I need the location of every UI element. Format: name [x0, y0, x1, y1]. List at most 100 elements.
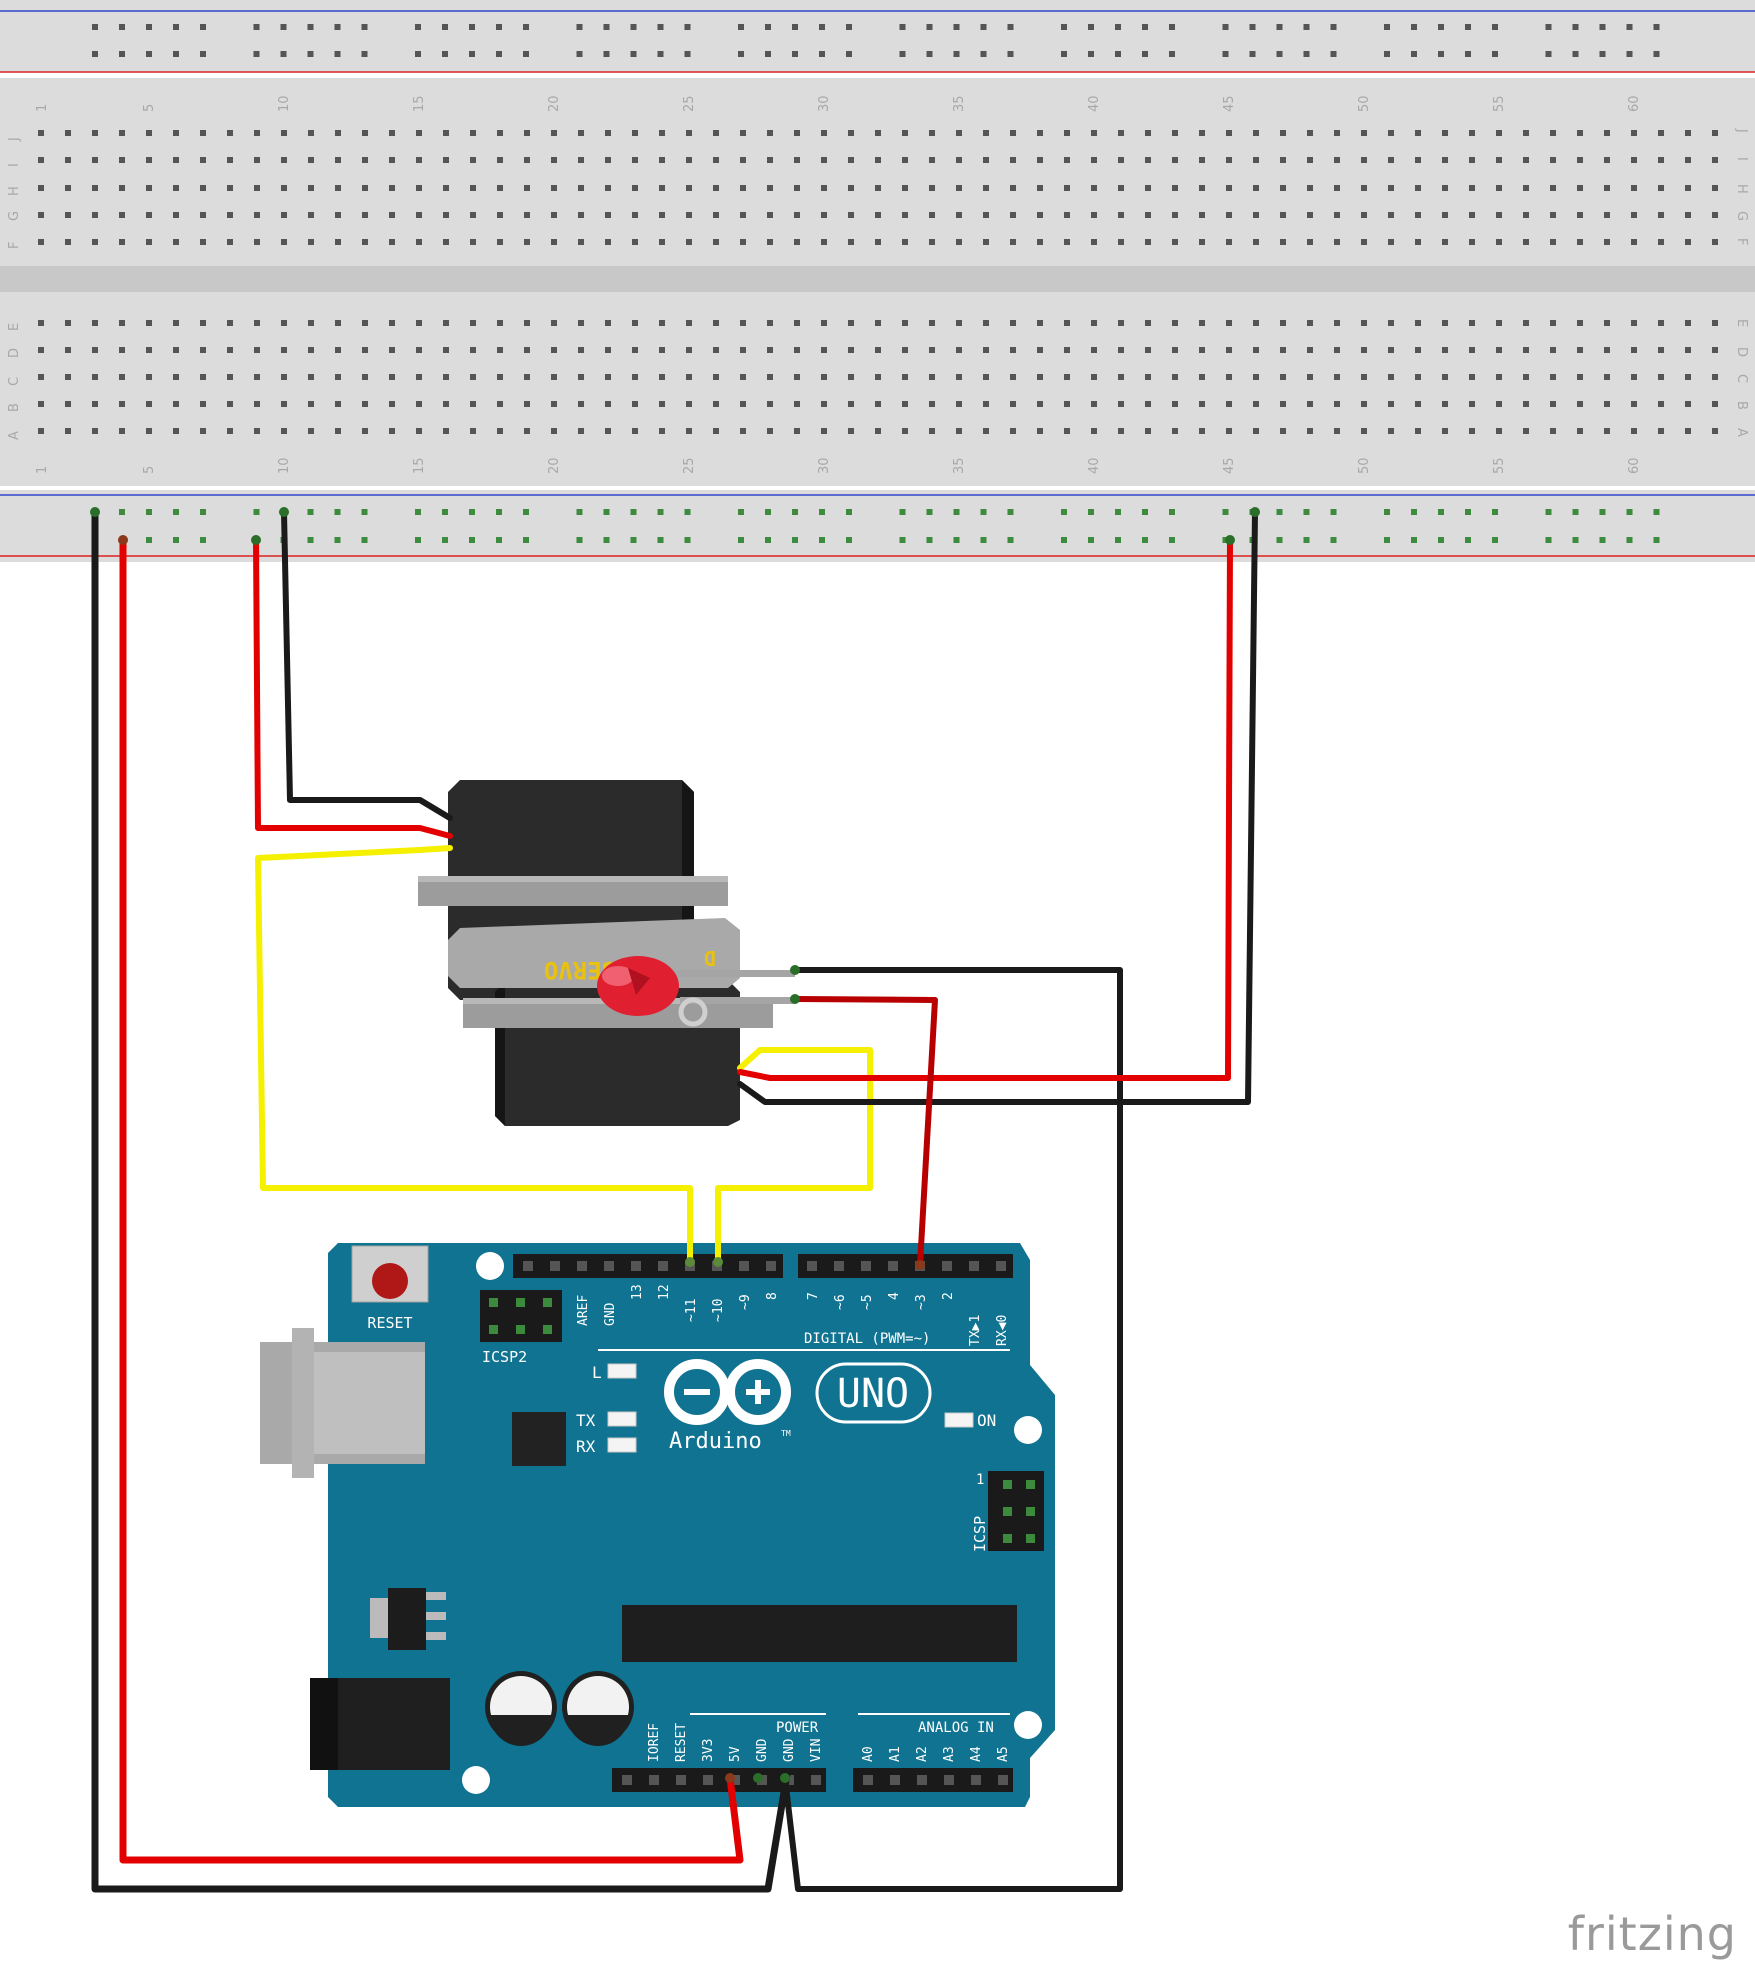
breadboard-hole [308, 320, 314, 326]
breadboard-hole [765, 509, 771, 515]
breadboard-hole [1115, 537, 1121, 543]
breadboard-hole [1388, 185, 1394, 191]
pin-label: TX▶1 [968, 1315, 983, 1346]
breadboard-hole [1007, 51, 1014, 57]
breadboard-hole [38, 347, 44, 353]
breadboard: 1 5 10 15 20 25 30 35 40 45 50 55 60 1 5… [0, 0, 1755, 562]
dc-power-jack-front [310, 1678, 338, 1770]
breadboard-hole [1599, 537, 1606, 543]
breadboard-hole [713, 401, 719, 407]
header-pin [631, 1261, 641, 1271]
breadboard-hole [1550, 157, 1556, 163]
pin-label: ~10 [711, 1299, 726, 1322]
breadboard-hole [632, 374, 638, 380]
breadboard-hole [848, 239, 854, 245]
breadboard-hole [200, 157, 206, 163]
breadboard-hole [146, 509, 152, 515]
breadboard-hole [227, 185, 233, 191]
breadboard-hole [1572, 509, 1579, 515]
breadboard-hole [443, 239, 449, 245]
led-highlight [602, 966, 634, 986]
breadboard-hole [38, 428, 44, 434]
breadboard-hole [740, 347, 746, 353]
row-letter: C [1734, 374, 1749, 383]
breadboard-hole [1523, 239, 1529, 245]
breadboard-hole [389, 212, 395, 218]
wire-end [90, 507, 100, 517]
fritzing-logo-text: fritzing [1567, 1907, 1737, 1961]
analog-pin-labels: A0 A1 A2 A3 A4 A5 [861, 1746, 1011, 1762]
row-letter: G [1734, 211, 1749, 221]
breadboard-hole [603, 537, 610, 543]
breadboard-hole [1685, 401, 1691, 407]
breadboard-hole [1280, 347, 1286, 353]
breadboard-hole [415, 51, 421, 57]
breadboard-hole [875, 347, 881, 353]
breadboard-hole [1061, 509, 1067, 515]
breadboard-hole [848, 401, 854, 407]
breadboard-hole [792, 51, 798, 57]
breadboard-hole [686, 401, 692, 407]
breadboard-hole [792, 24, 798, 30]
breadboard-hole [632, 347, 638, 353]
breadboard-hole [929, 239, 935, 245]
breadboard-hole [1280, 130, 1286, 136]
reset-button[interactable] [372, 1263, 408, 1299]
wire-end [790, 965, 800, 975]
breadboard-hole [819, 537, 825, 543]
breadboard-hole [659, 212, 665, 218]
col-num: 1 [35, 104, 50, 112]
breadboard-hole [740, 401, 746, 407]
breadboard-hole [1550, 428, 1556, 434]
breadboard-hole [605, 428, 611, 434]
breadboard-hole [1037, 130, 1043, 136]
row-letter: F [1734, 238, 1749, 245]
breadboard-hole [281, 212, 287, 218]
breadboard-hole [1226, 239, 1232, 245]
breadboard-hole [630, 537, 637, 543]
col-num: 10 [277, 95, 292, 112]
breadboard-hole [1010, 157, 1016, 163]
breadboard-hole [1388, 212, 1394, 218]
breadboard-hole [254, 157, 260, 163]
breadboard-hole [281, 185, 287, 191]
breadboard-hole [470, 320, 476, 326]
breadboard-hole [929, 374, 935, 380]
breadboard-hole [794, 320, 800, 326]
breadboard-hole [794, 401, 800, 407]
breadboard-hole [497, 157, 503, 163]
pin-label: VIN [809, 1739, 824, 1762]
breadboard-hole [334, 537, 341, 543]
breadboard-hole [308, 130, 314, 136]
breadboard-hole [1411, 537, 1417, 543]
breadboard-hole [821, 239, 827, 245]
header-pin [890, 1775, 900, 1785]
breadboard-hole [1280, 239, 1286, 245]
breadboard-hole [767, 212, 773, 218]
breadboard-hole [846, 24, 852, 30]
breadboard-hole [308, 401, 314, 407]
breadboard-hole [470, 239, 476, 245]
breadboard-hole [1653, 51, 1660, 57]
wire-red [737, 537, 1233, 1081]
breadboard-hole [1361, 347, 1367, 353]
breadboard-hole [1118, 401, 1124, 407]
col-num: 20 [547, 95, 562, 112]
breadboard-hole [1307, 428, 1313, 434]
breadboard-hole [1658, 212, 1664, 218]
breadboard-hole [846, 537, 852, 543]
breadboard-hole [92, 401, 98, 407]
breadboard-hole [1118, 130, 1124, 136]
breadboard-hole [307, 509, 314, 515]
breadboard-hole [1118, 212, 1124, 218]
led-lead [660, 970, 795, 977]
breadboard-hole [578, 320, 584, 326]
breadboard-hole [630, 51, 637, 57]
breadboard-hole [1685, 374, 1691, 380]
breadboard-hole [281, 401, 287, 407]
breadboard-hole [846, 509, 852, 515]
breadboard-hole [1626, 24, 1633, 30]
breadboard-hole [173, 347, 179, 353]
breadboard-hole [416, 212, 422, 218]
breadboard-hole [1658, 428, 1664, 434]
